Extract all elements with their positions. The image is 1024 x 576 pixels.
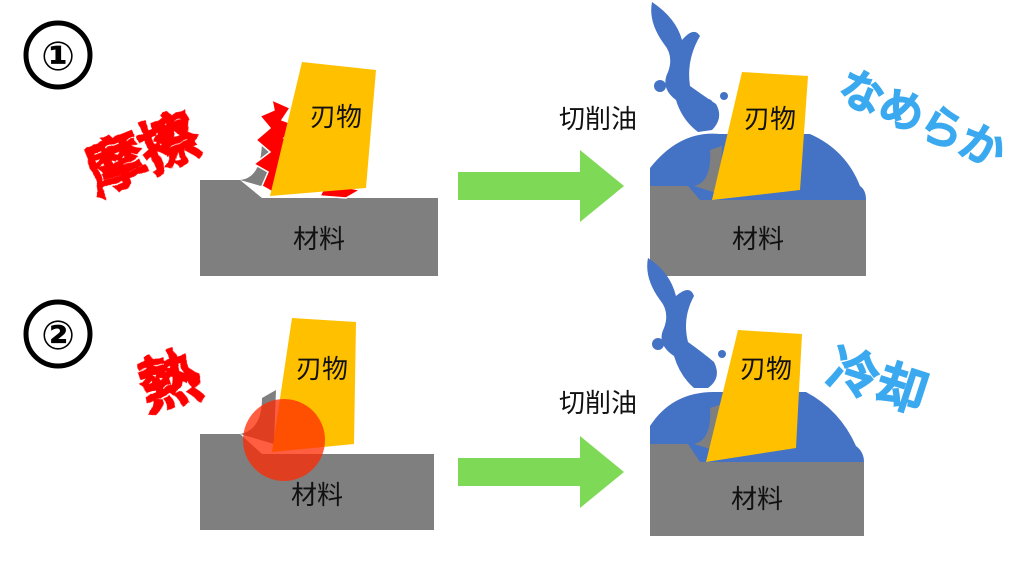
- step-2: ② 熱 材料 刃物 切削油: [23, 258, 935, 536]
- oil-droplet: [718, 350, 726, 358]
- step-1-number: ①: [41, 34, 75, 80]
- step-2-after-tool: 刃物: [706, 330, 802, 462]
- oil-droplet: [701, 357, 711, 367]
- step-1-oil-label: 切削油: [559, 105, 637, 135]
- oil-droplet: [703, 99, 713, 109]
- step-2-number: ②: [41, 313, 75, 359]
- step-2-oil-label: 切削油: [559, 389, 637, 419]
- heat-glow: [243, 399, 325, 481]
- step-1-number-badge: ①: [23, 20, 93, 90]
- oil-droplet: [720, 92, 728, 100]
- step-2-before-material: 材料: [200, 390, 434, 530]
- oil-droplet: [652, 338, 664, 350]
- step-1-after-material: 材料: [650, 133, 866, 276]
- cooling-label: 冷却: [821, 338, 934, 424]
- step-1-after-tool-label: 刃物: [744, 105, 796, 135]
- step-1-before-material: 材料: [200, 132, 438, 276]
- step-2-number-badge: ②: [23, 299, 93, 369]
- step-1: ① 摩擦 材料 刃物 切削油: [23, 2, 1013, 276]
- step-1-after-tool: 刃物: [712, 72, 808, 200]
- step-1-arrow: [458, 150, 624, 222]
- heat-label: 熱: [131, 341, 210, 426]
- oil-droplet: [654, 80, 666, 92]
- step-2-after-material: 材料: [650, 392, 864, 536]
- step-1-before-tool-label: 刃物: [310, 103, 362, 133]
- step-2-oil-splash: [647, 258, 717, 388]
- step-1-before-tool: 刃物: [270, 62, 376, 196]
- step-2-arrow: [458, 436, 624, 508]
- friction-label: 摩擦: [76, 101, 209, 208]
- step-2-before-material-label: 材料: [291, 481, 343, 511]
- step-1-after-material-label: 材料: [732, 225, 784, 255]
- step-1-before-material-label: 材料: [293, 225, 345, 255]
- step-2-after-tool-label: 刃物: [740, 355, 792, 385]
- smooth-label: なめらか: [831, 61, 1013, 179]
- step-2-before-tool-label: 刃物: [296, 355, 348, 385]
- step-1-oil-splash: [651, 2, 720, 132]
- step-2-after-material-label: 材料: [731, 485, 783, 515]
